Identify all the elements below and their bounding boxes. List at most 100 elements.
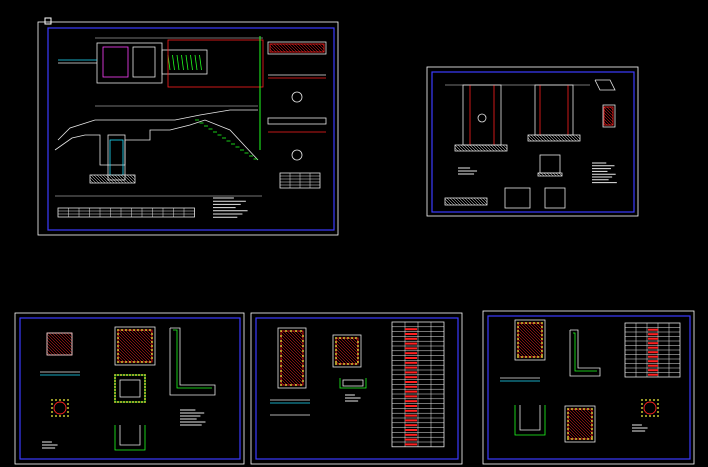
hatch-line xyxy=(280,336,304,360)
hatch-line xyxy=(603,115,614,126)
hatch-line xyxy=(567,411,593,437)
drawing-sheet-rebar-schedule[interactable] xyxy=(250,312,463,465)
hatch-line xyxy=(449,197,458,206)
rebar-dot xyxy=(285,330,287,332)
hatch-line xyxy=(603,109,614,120)
profile-chamber-inner xyxy=(109,139,124,176)
hatch-line xyxy=(466,144,474,152)
hatch-line xyxy=(289,330,304,345)
rebar-dot xyxy=(132,401,134,403)
hatch-line xyxy=(517,350,525,358)
sheet-inner-frame xyxy=(47,27,335,231)
rebar-dot xyxy=(67,411,69,413)
schedule-bar-shape xyxy=(648,355,658,358)
rebar-dot xyxy=(641,403,643,405)
rebar-dot xyxy=(280,350,282,352)
schedule-bar-shape xyxy=(405,376,417,379)
detail-rect-hatch xyxy=(603,106,614,126)
rebar-dot xyxy=(579,408,581,410)
rebar-dot xyxy=(567,416,569,418)
hatch-line xyxy=(351,337,359,345)
rebar-dot xyxy=(67,399,69,401)
rebar-dot xyxy=(567,412,569,414)
rebar-dot xyxy=(144,374,146,376)
hatch-line xyxy=(280,339,304,363)
rebar-dot xyxy=(583,408,585,410)
rebar-dot xyxy=(357,353,359,355)
hatch-line xyxy=(542,134,550,142)
detail-circle xyxy=(291,91,303,103)
rebar-dot xyxy=(132,374,134,376)
hatch-line xyxy=(312,43,322,53)
rebar-dot xyxy=(302,355,304,357)
slab-2-hatch xyxy=(335,337,359,365)
hatch-line xyxy=(603,106,614,117)
hatch-line xyxy=(297,43,307,53)
hatch-line xyxy=(295,330,304,339)
rebar-dot xyxy=(135,374,137,376)
hatch-line xyxy=(566,134,574,142)
rebar-dot xyxy=(120,401,122,403)
rebar-dot xyxy=(335,357,337,359)
hatch-line xyxy=(517,338,537,358)
hatch-line xyxy=(300,43,310,53)
hatch-line xyxy=(280,354,304,378)
rebar-dot xyxy=(280,330,282,332)
drawing-sheet-cover-details[interactable] xyxy=(482,310,695,465)
hatch-line xyxy=(46,348,54,356)
section-a-base xyxy=(454,144,508,152)
rebar-dot xyxy=(51,415,53,417)
rebar-schedule-table xyxy=(624,322,681,378)
hatch-line xyxy=(294,43,304,53)
hatch-line xyxy=(609,106,614,111)
rebar-dot xyxy=(541,330,543,332)
hatch-line xyxy=(291,43,301,53)
cover-plan xyxy=(504,187,531,209)
hatch-line xyxy=(549,172,554,177)
section-b-outline xyxy=(534,84,574,136)
hatch-line xyxy=(280,378,288,386)
hatch-line xyxy=(96,174,106,184)
hatch-line xyxy=(269,48,274,53)
hatch-line xyxy=(288,43,298,53)
drawing-sheet-sections[interactable] xyxy=(426,66,639,217)
hatch-line xyxy=(496,144,504,152)
hatch-line xyxy=(280,342,304,366)
rebar-dot xyxy=(144,389,146,391)
schedule-bar-shape xyxy=(405,438,417,441)
u-rebar-inner xyxy=(342,379,364,387)
rebar-dot xyxy=(645,399,647,401)
hatch-line xyxy=(517,329,543,355)
rebar-dot xyxy=(591,412,593,414)
rebar-dot xyxy=(117,374,119,376)
rebar-dot xyxy=(335,349,337,351)
section-b-base xyxy=(527,134,581,142)
rebar-dot xyxy=(141,374,143,376)
small-table xyxy=(279,172,321,189)
schedule-bar-shape xyxy=(648,373,658,376)
rebar-dot xyxy=(591,408,593,410)
rebar-dot xyxy=(517,338,519,340)
schedule-bar-shape xyxy=(405,409,417,412)
drawing-sheet-plan-profile[interactable] xyxy=(37,21,339,236)
hatch-line xyxy=(117,340,140,363)
drawing-sheet-chamber-details[interactable] xyxy=(14,312,245,465)
hatch-line xyxy=(279,43,289,53)
slab-plan-2 xyxy=(332,334,362,368)
hatch-line xyxy=(572,134,580,142)
rebar-dot xyxy=(657,415,659,417)
hatch-line xyxy=(48,332,72,356)
sheet-outer-frame xyxy=(37,21,339,236)
rebar-dot xyxy=(517,330,519,332)
rebar-dot xyxy=(59,415,61,417)
rebar-dot xyxy=(151,357,153,359)
rebar-dot xyxy=(575,438,577,440)
rebar-dot xyxy=(59,399,61,401)
hatch-line xyxy=(527,134,535,142)
schedule-bar-shape xyxy=(405,433,417,436)
rebar-dot xyxy=(141,361,143,363)
rebar-dot xyxy=(302,350,304,352)
channel-rung xyxy=(190,54,193,71)
schedule-bar-shape xyxy=(405,361,417,364)
